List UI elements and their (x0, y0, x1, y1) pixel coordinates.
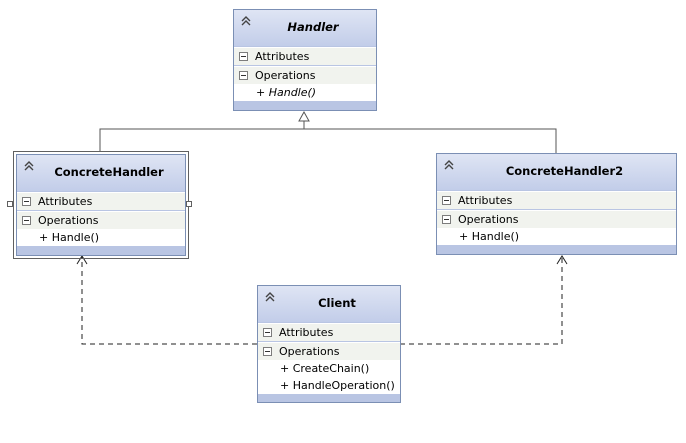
inheritance-connector-concrete-handler[interactable] (99, 121, 305, 152)
attributes-compartment[interactable]: Attributes (437, 191, 676, 209)
class-box-handler[interactable]: Handler Attributes Operations + Handle() (233, 9, 377, 111)
class-name: ConcreteHandler (54, 165, 164, 179)
collapse-minus-icon[interactable] (239, 52, 248, 61)
class-header[interactable]: ConcreteHandler (17, 155, 185, 191)
dependency-arrowhead-concrete-handler2 (556, 255, 568, 265)
operation-item[interactable]: + Handle() (437, 228, 676, 245)
class-header[interactable]: Client (258, 286, 400, 322)
collapse-minus-icon[interactable] (442, 196, 451, 205)
collapse-chevron-icon[interactable] (264, 291, 276, 303)
inheritance-arrowhead (298, 110, 310, 122)
class-box-client[interactable]: Client Attributes Operations + CreateCha… (257, 285, 401, 403)
class-name: ConcreteHandler2 (505, 164, 624, 178)
operations-compartment[interactable]: Operations (17, 211, 185, 229)
class-box-concrete-handler[interactable]: ConcreteHandler Attributes Operations + … (16, 154, 186, 256)
attributes-compartment[interactable]: Attributes (234, 47, 376, 65)
class-name: Handler (287, 20, 339, 34)
operations-compartment[interactable]: Operations (234, 66, 376, 84)
operation-item[interactable]: + Handle() (17, 229, 185, 246)
collapse-minus-icon[interactable] (442, 215, 451, 224)
class-header[interactable]: Handler (234, 10, 376, 46)
collapse-chevron-icon[interactable] (443, 159, 455, 171)
dependency-connector-client-to-concrete-handler2[interactable] (400, 257, 563, 345)
operation-item[interactable]: + Handle() (234, 84, 376, 101)
class-box-concrete-handler2[interactable]: ConcreteHandler2 Attributes Operations +… (436, 153, 677, 255)
collapse-minus-icon[interactable] (239, 71, 248, 80)
operations-compartment[interactable]: Operations (258, 342, 400, 360)
selection-handle-right[interactable] (186, 201, 192, 207)
collapse-minus-icon[interactable] (263, 347, 272, 356)
attributes-compartment[interactable]: Attributes (17, 192, 185, 210)
attributes-compartment[interactable]: Attributes (258, 323, 400, 341)
class-name: Client (318, 296, 356, 310)
collapse-chevron-icon[interactable] (240, 15, 252, 27)
operation-item[interactable]: + HandleOperation() (258, 377, 400, 394)
collapse-minus-icon[interactable] (263, 328, 272, 337)
dependency-connector-client-to-concrete-handler[interactable] (81, 257, 257, 345)
collapse-chevron-icon[interactable] (23, 160, 35, 172)
selection-handle-left[interactable] (7, 201, 13, 207)
class-header[interactable]: ConcreteHandler2 (437, 154, 676, 190)
operations-compartment[interactable]: Operations (437, 210, 676, 228)
dependency-arrowhead-concrete-handler (76, 255, 88, 265)
collapse-minus-icon[interactable] (22, 216, 31, 225)
inheritance-connector-concrete-handler2[interactable] (304, 128, 557, 153)
operation-item[interactable]: + CreateChain() (258, 360, 400, 377)
collapse-minus-icon[interactable] (22, 197, 31, 206)
